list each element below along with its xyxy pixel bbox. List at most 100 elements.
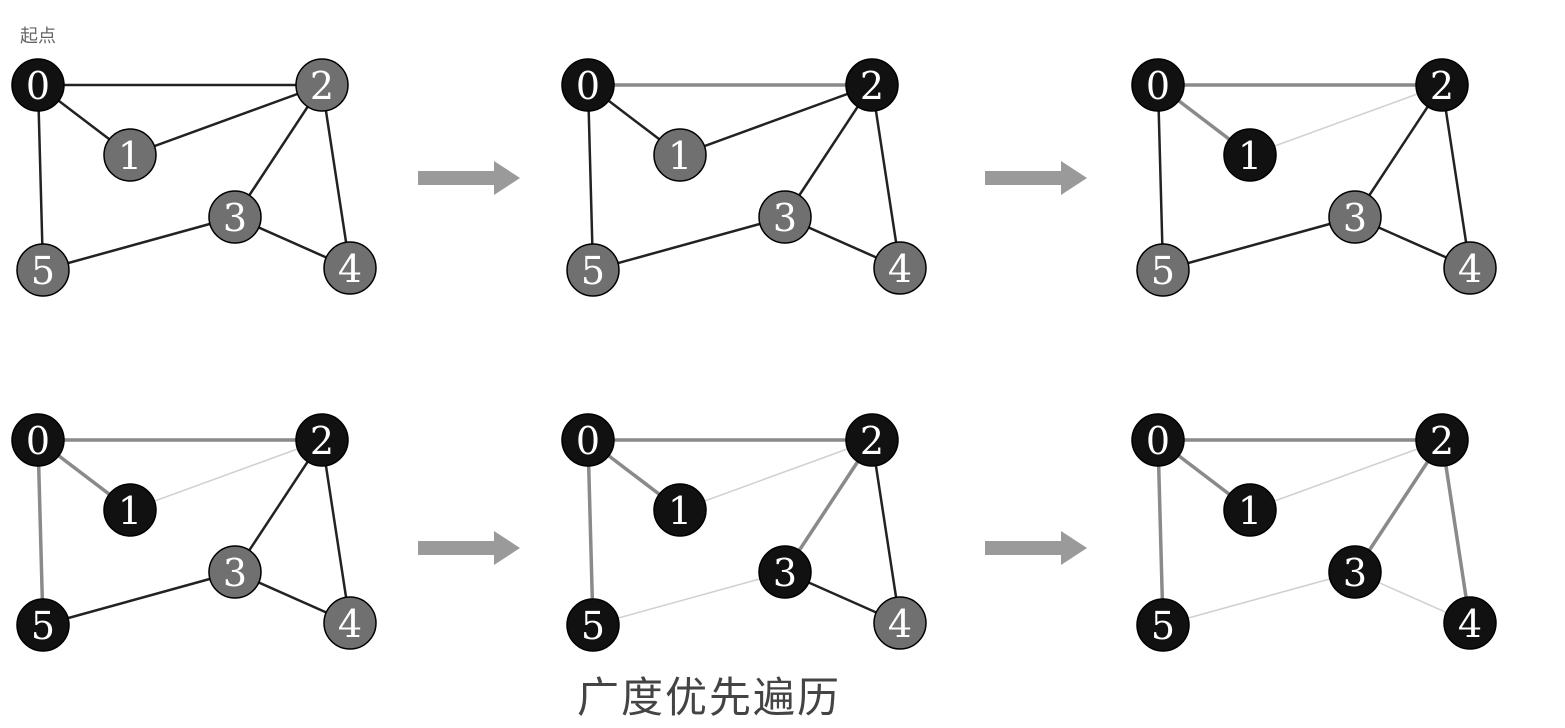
node-label-0: 0 bbox=[576, 419, 600, 463]
node-label-5: 5 bbox=[581, 249, 605, 293]
node-2 bbox=[845, 413, 899, 467]
edge-1-2 bbox=[679, 439, 873, 511]
node-label-3: 3 bbox=[1343, 551, 1367, 595]
node-1 bbox=[1223, 483, 1277, 537]
edge-1-2 bbox=[1249, 439, 1443, 511]
node-5 bbox=[566, 598, 620, 652]
node-2 bbox=[1415, 413, 1469, 467]
node-1 bbox=[103, 128, 157, 182]
node-label-1: 1 bbox=[668, 134, 692, 178]
edge-0-5 bbox=[36, 84, 45, 271]
edge-3-5 bbox=[592, 215, 786, 272]
node-4 bbox=[1443, 596, 1497, 650]
node-label-2: 2 bbox=[860, 419, 884, 463]
node-label-0: 0 bbox=[1146, 64, 1170, 108]
node-label-1: 1 bbox=[1238, 134, 1262, 178]
step-panel-4: 0 1 2 3 4 5 bbox=[11, 413, 377, 652]
node-1 bbox=[653, 483, 707, 537]
node-4 bbox=[323, 596, 377, 650]
node-label-5: 5 bbox=[1151, 249, 1175, 293]
node-4 bbox=[873, 596, 927, 650]
step-arrow-4 bbox=[985, 531, 1087, 565]
edge-0-5 bbox=[1156, 439, 1165, 626]
edge-0-5 bbox=[586, 84, 595, 271]
node-3 bbox=[1328, 190, 1382, 244]
node-0 bbox=[561, 58, 615, 112]
node-0 bbox=[1131, 413, 1185, 467]
node-label-2: 2 bbox=[860, 64, 884, 108]
node-label-2: 2 bbox=[1430, 64, 1454, 108]
node-0 bbox=[11, 413, 65, 467]
node-5 bbox=[16, 243, 70, 297]
edge-2-4 bbox=[320, 84, 352, 269]
node-2 bbox=[295, 58, 349, 112]
start-label: 起点 bbox=[20, 26, 56, 47]
node-label-0: 0 bbox=[1146, 419, 1170, 463]
node-5 bbox=[1136, 598, 1190, 652]
edge-2-4 bbox=[320, 439, 352, 624]
node-5 bbox=[16, 598, 70, 652]
node-label-5: 5 bbox=[1151, 604, 1175, 648]
step-panel-1: 0 1 2 3 4 5 bbox=[11, 58, 377, 297]
step-arrow-2 bbox=[985, 161, 1087, 195]
step-panel-2: 0 1 2 3 4 5 bbox=[561, 58, 927, 297]
edge-1-2 bbox=[679, 83, 873, 157]
edge-1-2 bbox=[129, 439, 323, 511]
node-0 bbox=[1131, 58, 1185, 112]
edge-2-4 bbox=[1440, 439, 1472, 624]
node-label-5: 5 bbox=[31, 249, 55, 293]
node-label-2: 2 bbox=[310, 419, 334, 463]
edge-3-5 bbox=[1162, 571, 1356, 626]
node-1 bbox=[653, 128, 707, 182]
diagram-caption: 广度优先遍历 bbox=[576, 673, 841, 722]
node-label-4: 4 bbox=[888, 602, 912, 646]
node-label-4: 4 bbox=[1458, 247, 1482, 291]
node-label-5: 5 bbox=[31, 604, 55, 648]
edge-3-5 bbox=[42, 570, 236, 627]
node-label-2: 2 bbox=[310, 64, 334, 108]
edge-1-2 bbox=[1249, 84, 1443, 156]
node-label-1: 1 bbox=[1238, 489, 1262, 533]
node-label-0: 0 bbox=[576, 64, 600, 108]
node-5 bbox=[1136, 243, 1190, 297]
node-label-3: 3 bbox=[773, 196, 797, 240]
node-label-4: 4 bbox=[338, 602, 362, 646]
node-3 bbox=[758, 545, 812, 599]
node-4 bbox=[1443, 241, 1497, 295]
edge-0-5 bbox=[36, 439, 45, 626]
node-label-1: 1 bbox=[118, 134, 142, 178]
edge-0-5 bbox=[586, 439, 595, 626]
edge-3-5 bbox=[42, 215, 236, 272]
node-4 bbox=[323, 241, 377, 295]
node-label-3: 3 bbox=[223, 551, 247, 595]
node-label-4: 4 bbox=[888, 247, 912, 291]
node-2 bbox=[845, 58, 899, 112]
edge-1-2 bbox=[129, 83, 323, 157]
node-3 bbox=[208, 545, 262, 599]
node-0 bbox=[561, 413, 615, 467]
step-arrow-3 bbox=[418, 531, 520, 565]
node-label-1: 1 bbox=[118, 489, 142, 533]
step-arrow-1 bbox=[418, 161, 520, 195]
node-label-1: 1 bbox=[668, 489, 692, 533]
node-1 bbox=[1223, 128, 1277, 182]
node-label-4: 4 bbox=[1458, 602, 1482, 646]
edge-2-4 bbox=[870, 439, 902, 624]
node-label-5: 5 bbox=[581, 604, 605, 648]
edge-3-5 bbox=[1162, 215, 1356, 272]
node-label-3: 3 bbox=[223, 196, 247, 240]
node-2 bbox=[1415, 58, 1469, 112]
edge-2-4 bbox=[1440, 84, 1472, 269]
node-4 bbox=[873, 241, 927, 295]
node-label-4: 4 bbox=[338, 247, 362, 291]
node-label-0: 0 bbox=[26, 64, 50, 108]
edge-3-5 bbox=[592, 571, 786, 626]
node-1 bbox=[103, 483, 157, 537]
node-0 bbox=[11, 58, 65, 112]
edge-0-5 bbox=[1156, 84, 1165, 271]
node-label-2: 2 bbox=[1430, 419, 1454, 463]
node-label-0: 0 bbox=[26, 419, 50, 463]
